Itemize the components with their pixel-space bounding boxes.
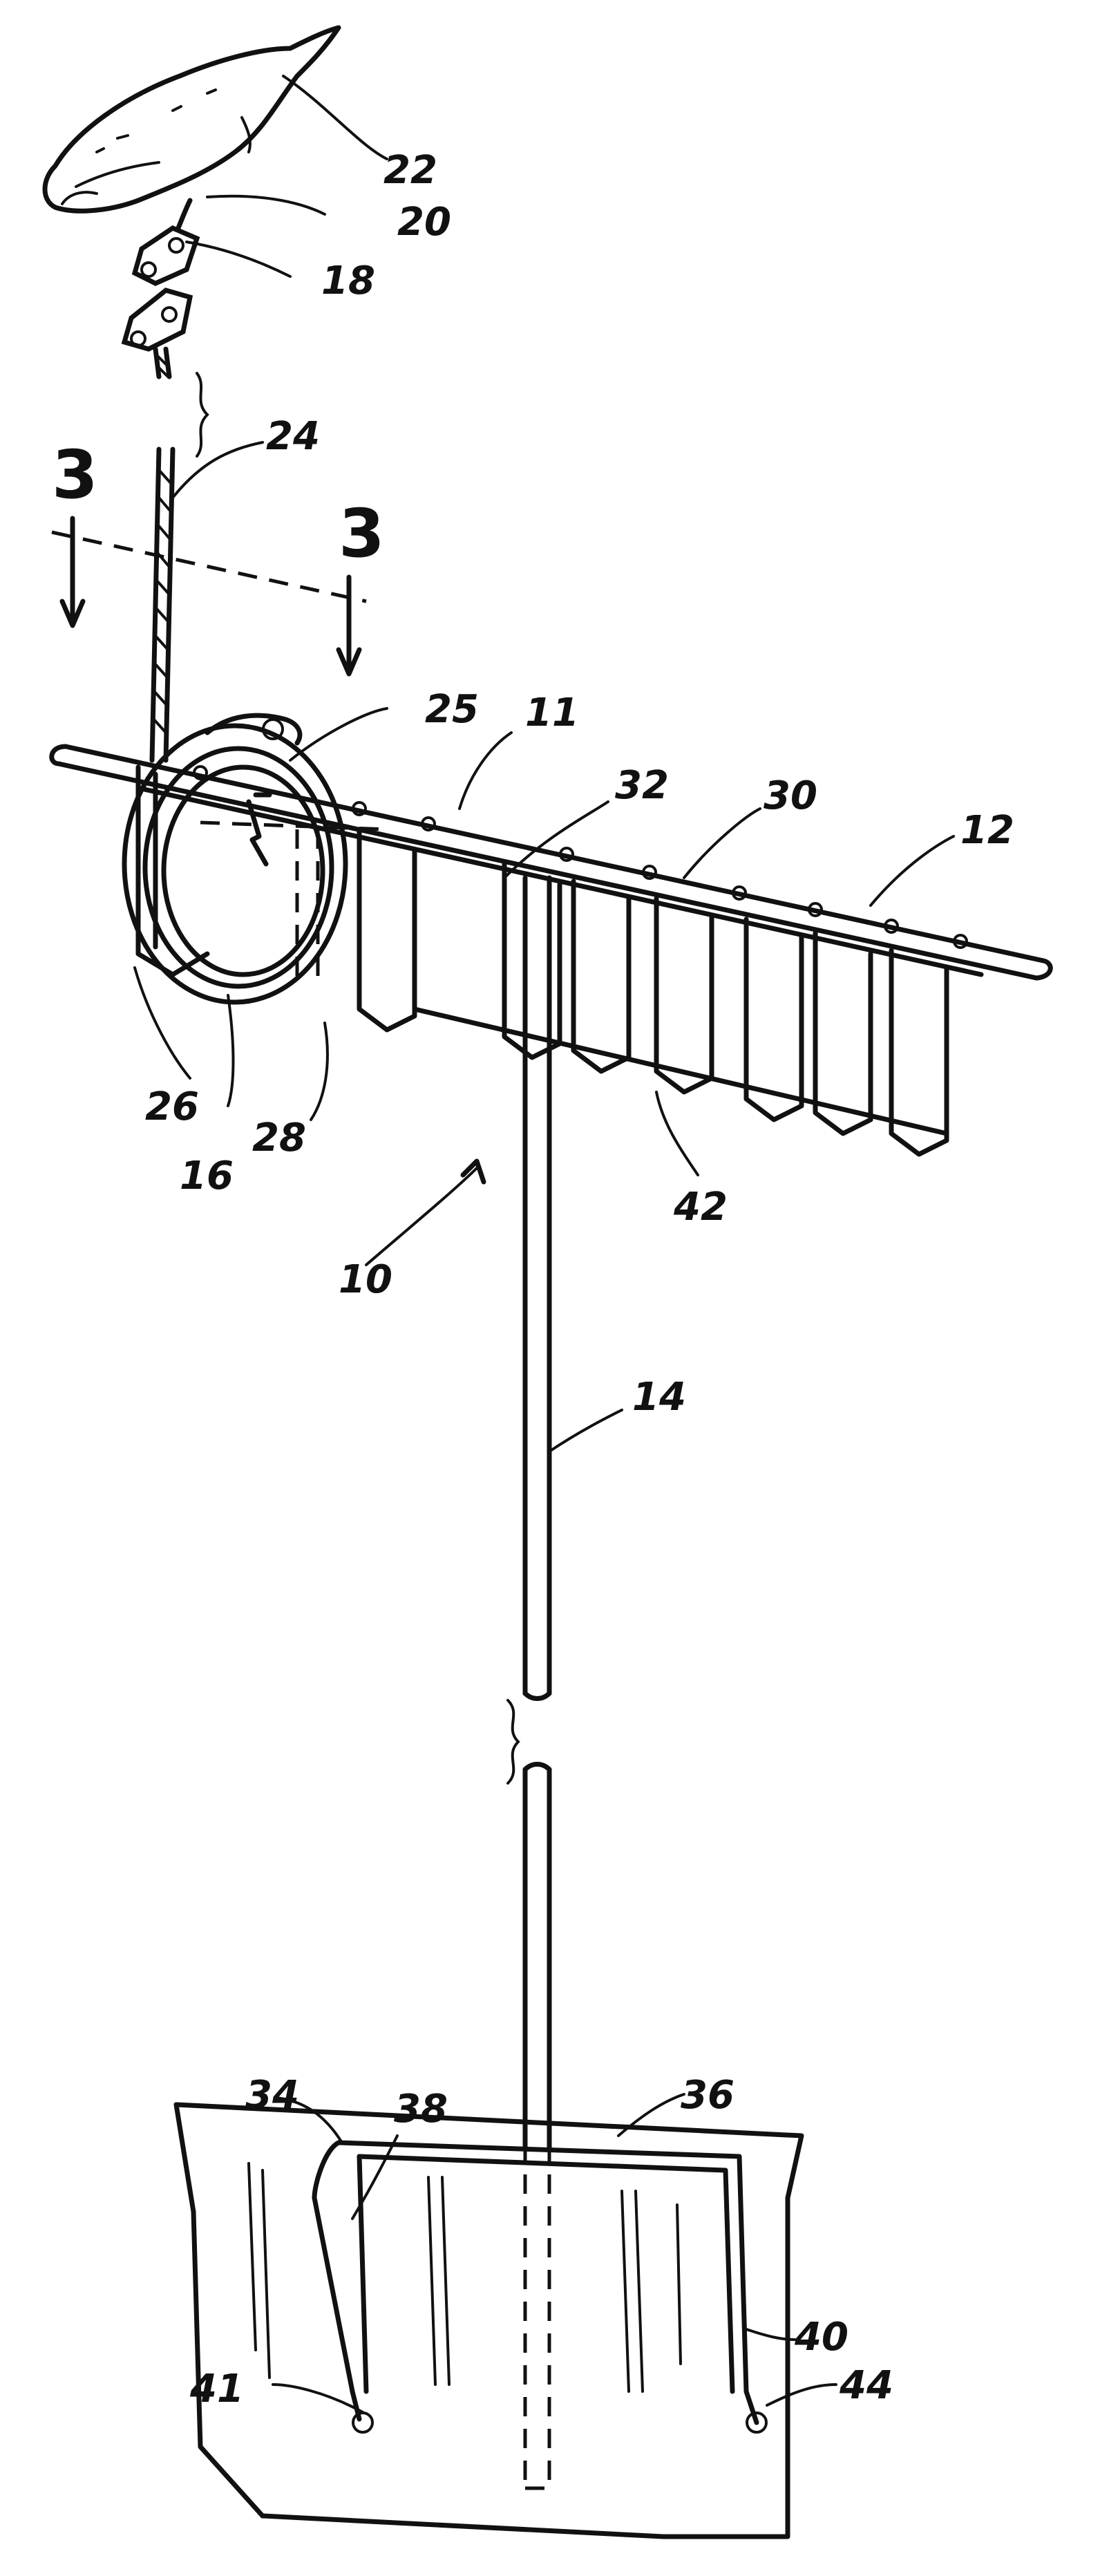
numeral-12: 12 <box>960 808 1014 853</box>
section-mark-right: 3 <box>339 495 385 572</box>
numeral-16: 16 <box>180 1154 234 1198</box>
numeral-38: 38 <box>394 2087 448 2132</box>
numeral-26: 26 <box>145 1084 199 1129</box>
numeral-18: 18 <box>321 258 375 303</box>
key-tags <box>124 200 207 456</box>
numeral-11: 11 <box>525 690 579 735</box>
section-mark-left: 3 <box>52 436 98 514</box>
numeral-40: 40 <box>794 2315 849 2360</box>
numeral-28: 28 <box>252 1116 306 1160</box>
rack-hooks <box>138 767 947 1154</box>
numeral-41: 41 <box>189 2367 244 2412</box>
reference-numerals: 22 20 18 24 25 11 32 30 12 26 16 28 42 1… <box>145 148 1014 2412</box>
numeral-30: 30 <box>764 773 817 818</box>
numeral-22: 22 <box>383 148 437 193</box>
numeral-25: 25 <box>425 687 479 732</box>
numeral-34: 34 <box>245 2073 299 2118</box>
shaft-14 <box>508 878 549 2150</box>
cord-24 <box>152 449 173 760</box>
numeral-32: 32 <box>615 763 669 808</box>
numeral-24: 24 <box>266 414 320 459</box>
bottom-panel <box>176 2105 802 2537</box>
leader-lines <box>135 76 954 2412</box>
numeral-44: 44 <box>839 2363 893 2408</box>
section-line: 3 3 <box>52 436 385 674</box>
disc-assembly <box>124 715 387 1002</box>
numeral-14: 14 <box>632 1375 686 1420</box>
numeral-20: 20 <box>397 200 451 245</box>
hand-drawing <box>45 28 339 211</box>
numeral-36: 36 <box>681 2073 734 2118</box>
numeral-42: 42 <box>673 1185 728 1230</box>
numeral-10: 10 <box>339 1257 392 1302</box>
